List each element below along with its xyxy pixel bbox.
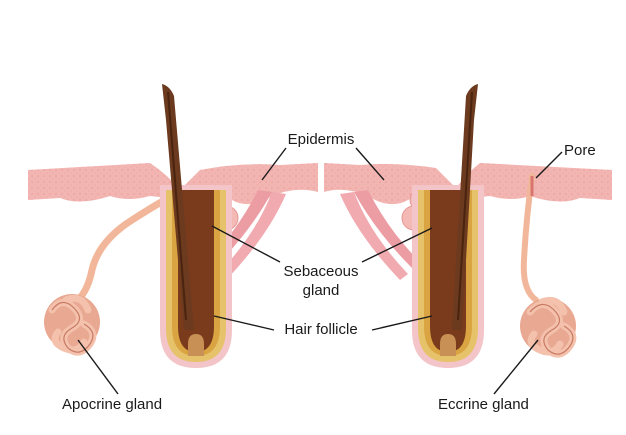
eccrine-duct	[520, 173, 539, 303]
left-hair-follicle	[160, 185, 232, 368]
eccrine-leader	[493, 339, 539, 395]
label-epidermis: Epidermis	[288, 131, 355, 148]
label-eccrine-gland: Eccrine gland	[438, 396, 529, 413]
apocrine-leader	[77, 339, 119, 395]
epidermis-leader-right	[355, 147, 385, 181]
label-apocrine-gland: Apocrine gland	[62, 396, 162, 413]
apocrine-gland-coil	[44, 294, 100, 356]
label-sebaceous-line1: Sebaceous	[283, 263, 358, 280]
eccrine-gland-coil	[520, 296, 577, 358]
leader-lines	[77, 147, 563, 395]
right-panel	[324, 84, 612, 368]
left-panel	[28, 84, 318, 368]
hair-follicle-leader-right	[371, 315, 433, 331]
labels: Epidermis Pore Sebaceous gland Hair foll…	[62, 131, 596, 413]
sebaceous-leader-left	[211, 225, 281, 263]
epidermis-leader-left	[261, 147, 287, 181]
left-apocrine-duct	[74, 192, 176, 304]
label-hair-follicle: Hair follicle	[284, 321, 357, 338]
right-hair-follicle	[412, 185, 484, 368]
label-pore: Pore	[564, 142, 596, 159]
hair-follicle-leader-left	[213, 315, 275, 331]
pore-leader	[535, 151, 563, 179]
right-arrector-muscle	[354, 190, 420, 268]
label-sebaceous-line2: gland	[303, 282, 340, 299]
sebaceous-leader-right	[361, 227, 433, 263]
